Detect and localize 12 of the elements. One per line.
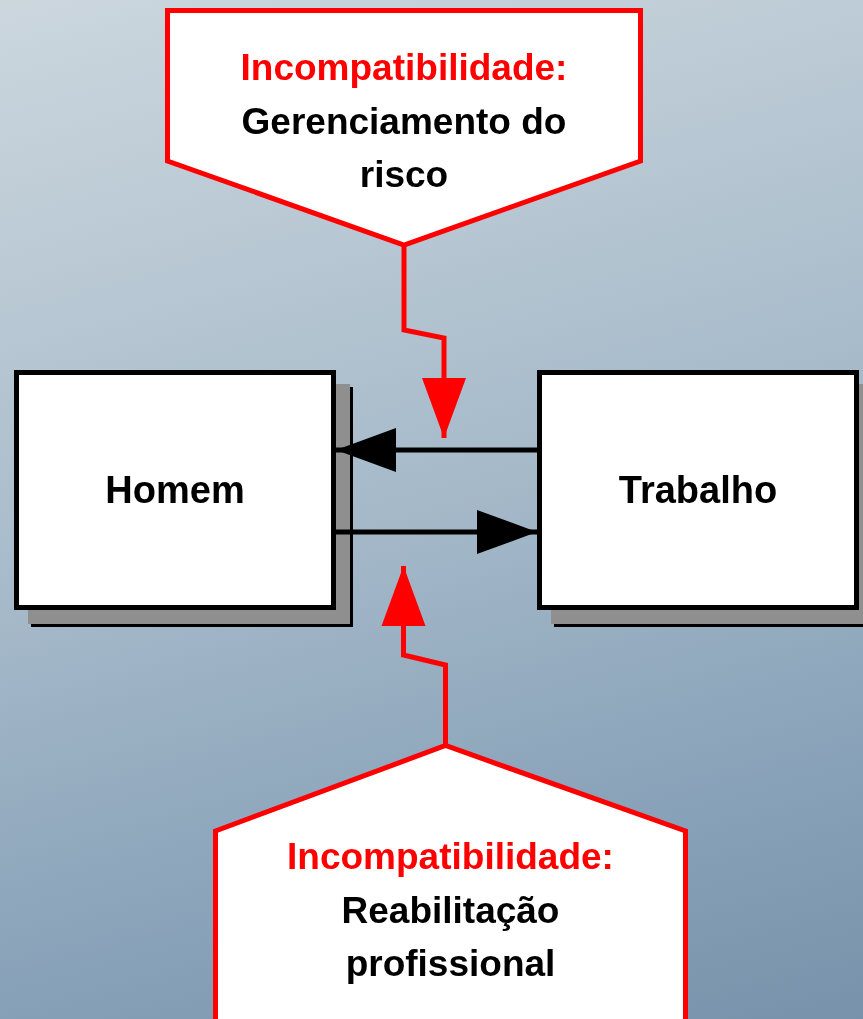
box-label: Homem [105, 468, 245, 512]
arrow [336, 428, 537, 472]
callout-heading: Incompatibilidade: [287, 835, 614, 879]
arrow [336, 510, 537, 554]
callout-shape [165, 8, 643, 248]
callout-text: Reabilitação profissional [340, 889, 561, 986]
lightning-arrow [401, 245, 466, 438]
box-label: Trabalho [618, 468, 778, 512]
callout-heading: Incompatibilidade: [240, 46, 568, 90]
callout-shape [213, 743, 688, 1019]
lightning-arrow [381, 566, 448, 745]
callout-text: Gerenciamento do risco [240, 100, 568, 197]
